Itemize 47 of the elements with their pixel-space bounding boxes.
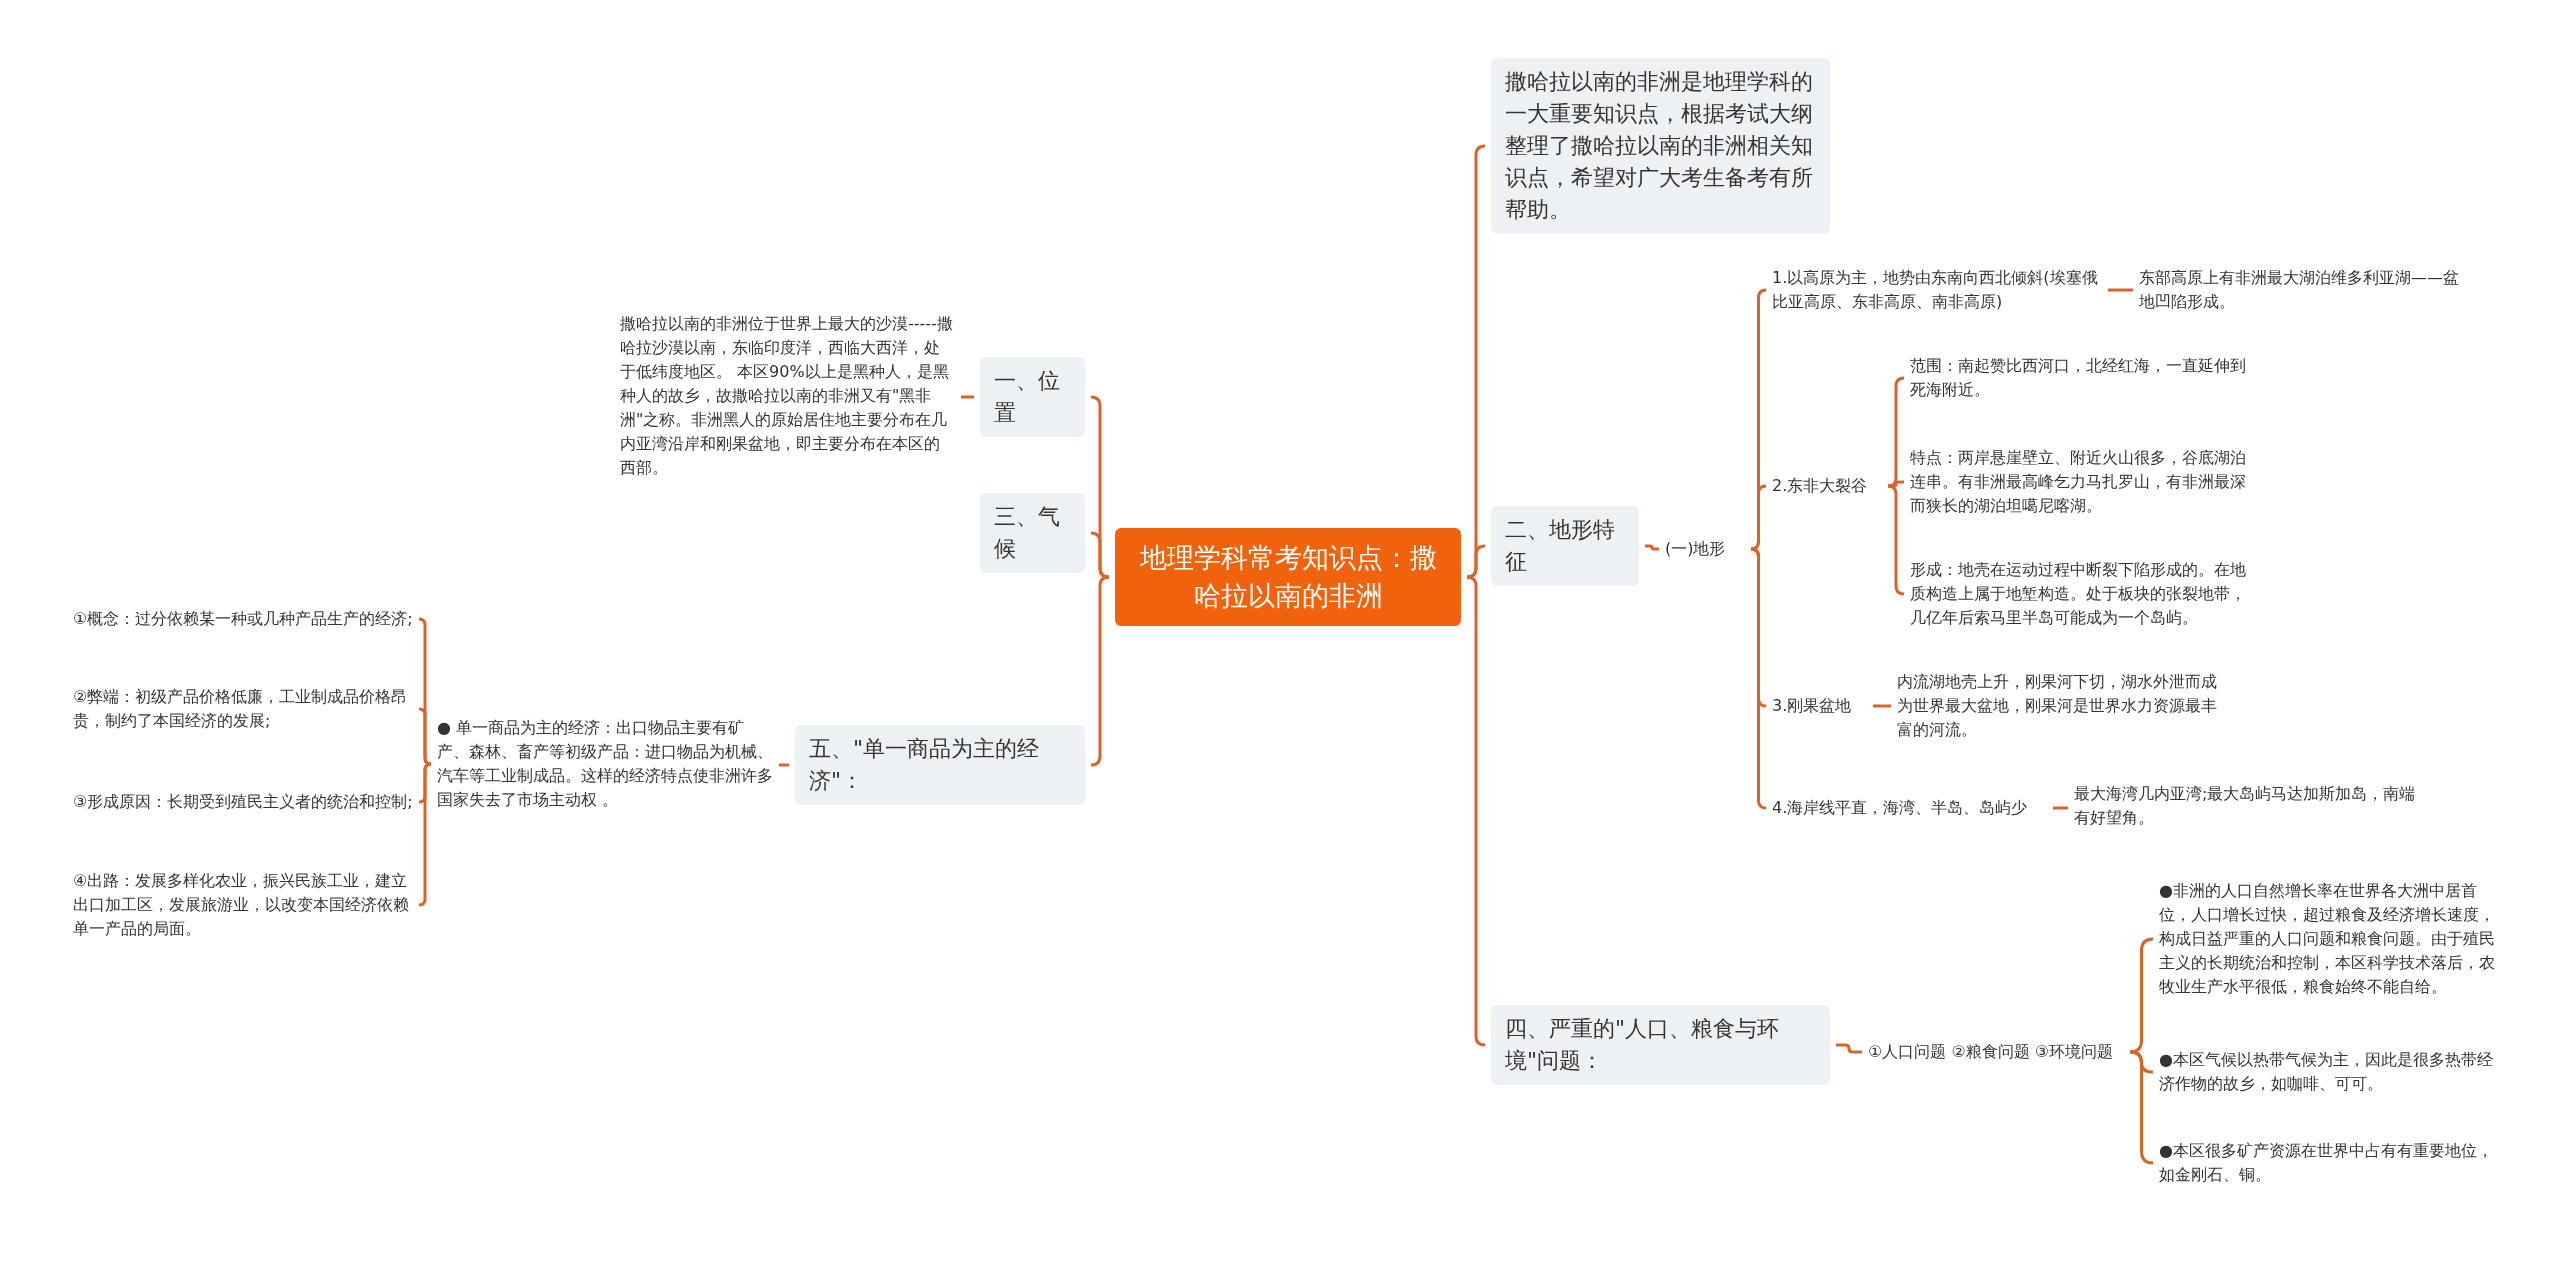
- topic-text: 1.以高原为主，地势由东南向西北倾斜(埃塞俄比亚高原、东非高原、南非高原): [1772, 266, 2102, 314]
- topic-text: ●非洲的人口自然增长率在世界各大洲中居首位，人口增长过快，超过粮食及经济增长速度，构成日益严重的人口问题和粮食问题。由于殖民主义的长期统治和控制，本区科学技术落后，农牧业生产水平很低，粮食始终不能自给。: [2159, 879, 2495, 999]
- connector-line: [2128, 1050, 2155, 1165]
- topic-box: 一、位置: [980, 357, 1085, 437]
- topic-text: (一)地形: [1665, 537, 1745, 561]
- connector-line: [1886, 484, 1906, 596]
- connector-line: [417, 707, 433, 766]
- topic-text: 最大海湾几内亚湾;最大岛屿马达加斯加岛，南端有好望角。: [2074, 782, 2424, 830]
- connector-line: [1089, 531, 1111, 579]
- topic-text: 4.海岸线平直，海湾、半岛、岛屿少: [1772, 796, 2047, 820]
- topic-text: ①人口问题 ②粮食问题 ③环境问题: [1868, 1040, 2124, 1064]
- connector-line: [1749, 484, 1768, 551]
- connector-line: [961, 395, 974, 399]
- connector-line: [2053, 806, 2068, 810]
- topic-text: ②弊端：初级产品价格低廉，工业制成品价格昂贵，制约了本国经济的发展;: [73, 685, 413, 733]
- connector-line: [1873, 704, 1891, 708]
- topic-text: 内流湖地壳上升，刚果河下切，湖水外泄而成为世界最大盆地，刚果河是世界水力资源最丰富的河流。: [1897, 670, 2227, 742]
- topic-box: 五、"单一商品为主的经济"：: [795, 725, 1085, 805]
- topic-text: 形成：地壳在运动过程中断裂下陷形成的。在地质构造上属于地堑构造。处于板块的张裂地带，几亿年后索马里半岛可能成为一个岛屿。: [1910, 558, 2256, 630]
- central-topic-box: 地理学科常考知识点：撒哈拉以南的非洲: [1115, 528, 1461, 626]
- connector-line: [779, 763, 789, 767]
- topic-box: 四、严重的"人口、粮食与环境"问题：: [1491, 1005, 1830, 1085]
- topic-text: ④出路：发展多样化农业，振兴民族工业，建立出口加工区，发展旅游业，以改变本国经济依赖单一产品的局面。: [73, 869, 413, 941]
- connector-line: [2108, 288, 2133, 292]
- topic-text: 撒哈拉以南的非洲位于世界上最大的沙漠-----撒哈拉沙漠以南，东临印度洋，西临大西洋，处于低纬度地区。 本区90%以上是黑种人，是黑种人的故乡，故撒哈拉以南的非洲又有"黑非洲"之称。非洲黑人的原始居住地主要分布在几内亚湾沿岸和刚果盆地，即主要分布在本区的西部。: [620, 312, 955, 480]
- topic-box: 二、地形特征: [1491, 506, 1639, 586]
- connector-line: [417, 762, 433, 907]
- connector-line: [1089, 575, 1111, 767]
- connector-line: [1465, 544, 1487, 579]
- topic-text: 3.刚果盆地: [1772, 694, 1867, 718]
- connector-line: [1465, 575, 1487, 1047]
- connector-line: [2128, 937, 2155, 1054]
- topic-text: ● 单一商品为主的经济：出口物品主要有矿产、森林、畜产等初级产品：进口物品为机械、汽车等工业制成品。这样的经济特点使非洲许多国家失去了市场主动权 。: [437, 716, 773, 812]
- topic-box: 撒哈拉以南的非洲是地理学科的一大重要知识点，根据考试大纲整理了撒哈拉以南的非洲相关知识点，希望对广大考生备考有所帮助。: [1491, 58, 1830, 234]
- connector-line: [1886, 376, 1906, 488]
- topic-text: ●本区气候以热带气候为主，因此是很多热带经济作物的故乡，如咖啡、可可。: [2159, 1048, 2495, 1096]
- topic-text: ●本区很多矿产资源在世界中占有有重要地位，如金刚石、铜。: [2159, 1139, 2495, 1187]
- connector-line: [1836, 1043, 1862, 1054]
- topic-text: ①概念：过分依赖某一种或几种产品生产的经济;: [73, 607, 413, 631]
- topic-text: 特点：两岸悬崖壁立、附近火山很多，谷底湖泊连串。有非洲最高峰乞力马扎罗山，有非洲最深而狭长的湖泊坦噶尼喀湖。: [1910, 446, 2256, 518]
- connector-line: [1749, 547, 1768, 810]
- topic-box: 三、气候: [980, 493, 1085, 573]
- topic-text: 2.东非大裂谷: [1772, 474, 1882, 498]
- connector-line: [1645, 544, 1659, 551]
- topic-text: ③形成原因：长期受到殖民主义者的统治和控制;: [73, 790, 413, 814]
- topic-text: 范围：南起赞比西河口，北经红海，一直延伸到死海附近。: [1910, 354, 2256, 402]
- topic-text: 东部高原上有非洲最大湖泊维多利亚湖——盆地凹陷形成。: [2139, 266, 2469, 314]
